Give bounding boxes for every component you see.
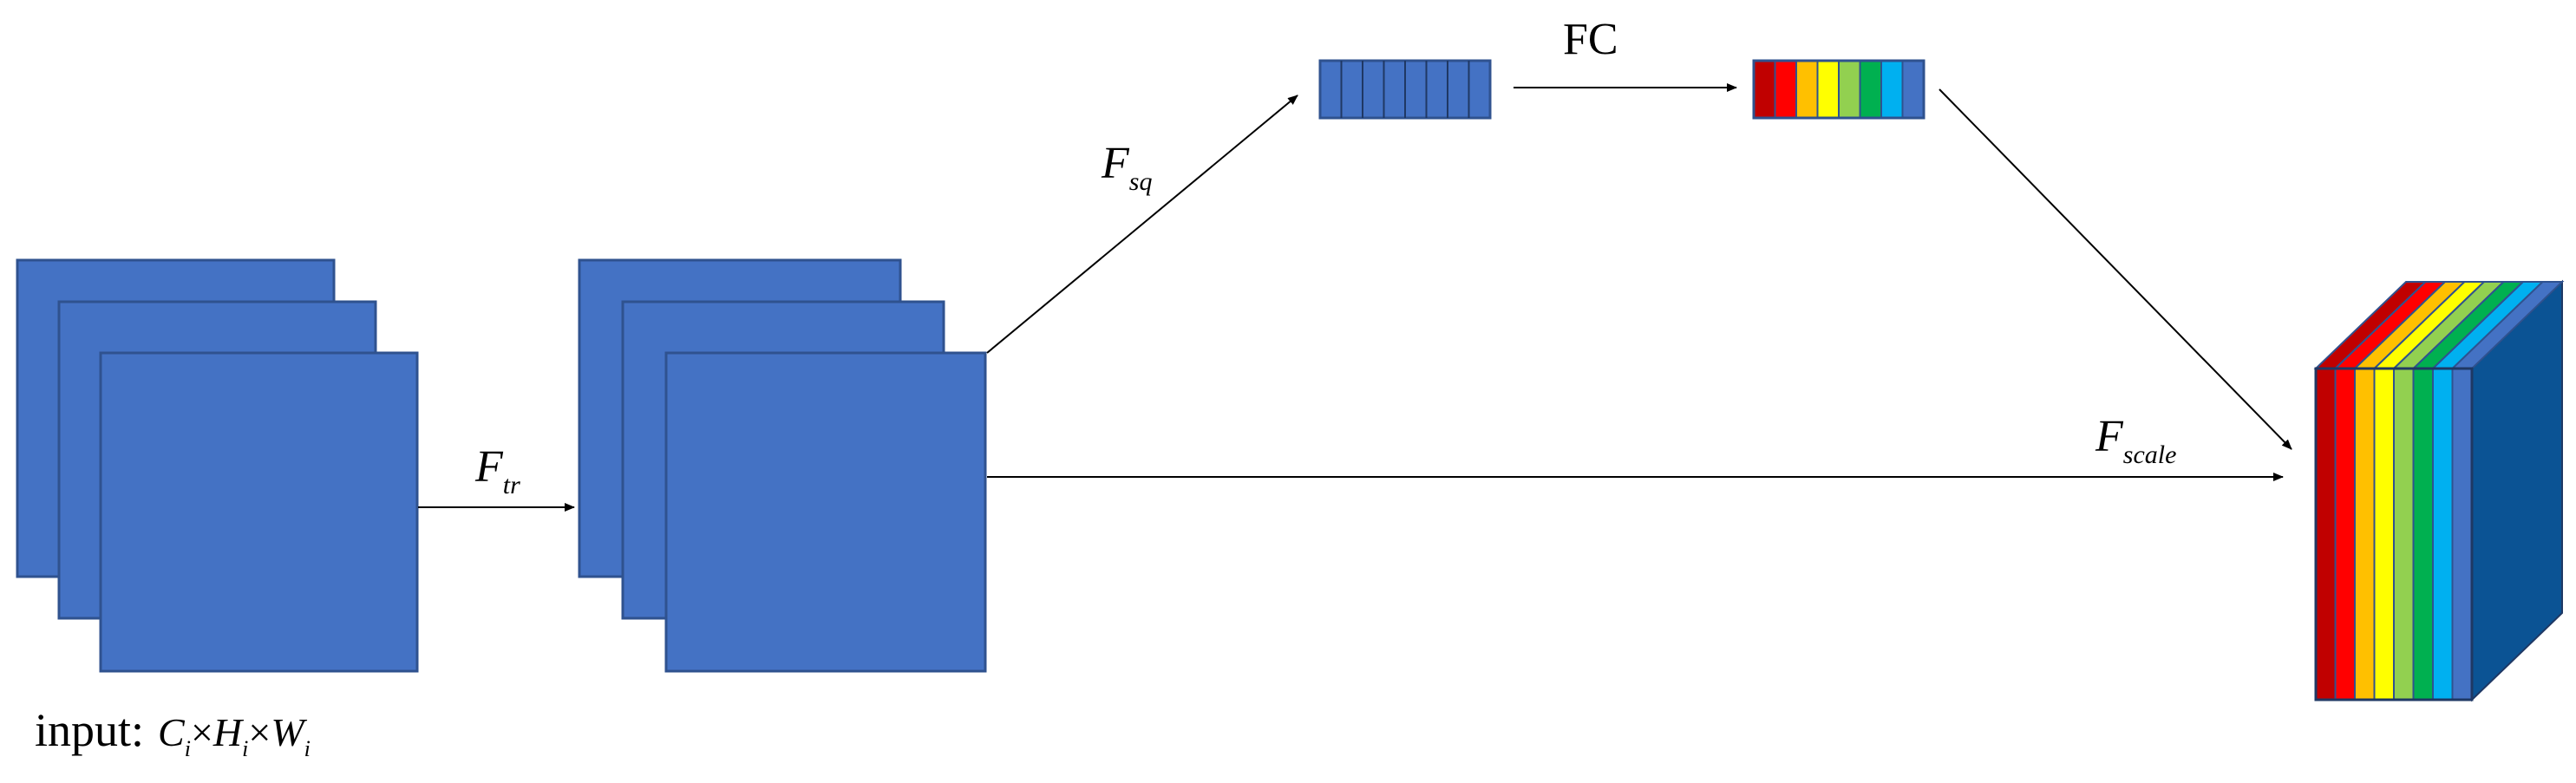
excitation-weight-vector bbox=[1752, 59, 1925, 120]
cube-front-stripe bbox=[2334, 368, 2356, 701]
transformed-map-front bbox=[664, 351, 987, 673]
excitation-weight-cell bbox=[1880, 60, 1904, 119]
cube-front-stripe bbox=[2393, 368, 2415, 701]
cube-front-stripe bbox=[2412, 368, 2434, 701]
cube-front-stripe bbox=[2373, 368, 2395, 701]
cube-front-stripe bbox=[2451, 368, 2473, 701]
cube-front-border bbox=[2314, 367, 2474, 701]
squeezed-channel-vector bbox=[1318, 59, 1492, 120]
f-scale-label: Fscale bbox=[2095, 412, 2176, 469]
transformed-feature-maps bbox=[578, 258, 987, 673]
squeeze-vector-dividers bbox=[1340, 61, 1470, 118]
cube-front-stripe bbox=[2315, 368, 2337, 701]
excitation-weight-cell bbox=[1838, 60, 1861, 119]
f-tr-label: Ftr bbox=[474, 442, 520, 499]
cube-front-stripe bbox=[2354, 368, 2376, 701]
input-shape-label: input:Ci×Hi×Wi bbox=[35, 704, 311, 761]
input-feature-maps bbox=[16, 258, 419, 673]
excitation-weight-cell bbox=[1901, 60, 1925, 119]
cube-front-stripe bbox=[2432, 368, 2454, 701]
excitation-weight-cell bbox=[1859, 60, 1882, 119]
f-sq-label: Fsq bbox=[1101, 139, 1152, 196]
excitation-weight-cell bbox=[1774, 60, 1797, 119]
excitation-vector-border bbox=[1752, 59, 1925, 120]
fc-label: FC bbox=[1563, 15, 1618, 64]
scaled-output-cube bbox=[2313, 279, 2565, 702]
excitation-weight-cell bbox=[1753, 60, 1776, 119]
f-sq-arrow bbox=[986, 95, 1298, 354]
input-map-front bbox=[99, 351, 419, 673]
excitation-weight-cell bbox=[1816, 60, 1840, 119]
excitation-to-scale-arrow bbox=[1939, 88, 2292, 450]
excitation-weight-cell bbox=[1795, 60, 1819, 119]
